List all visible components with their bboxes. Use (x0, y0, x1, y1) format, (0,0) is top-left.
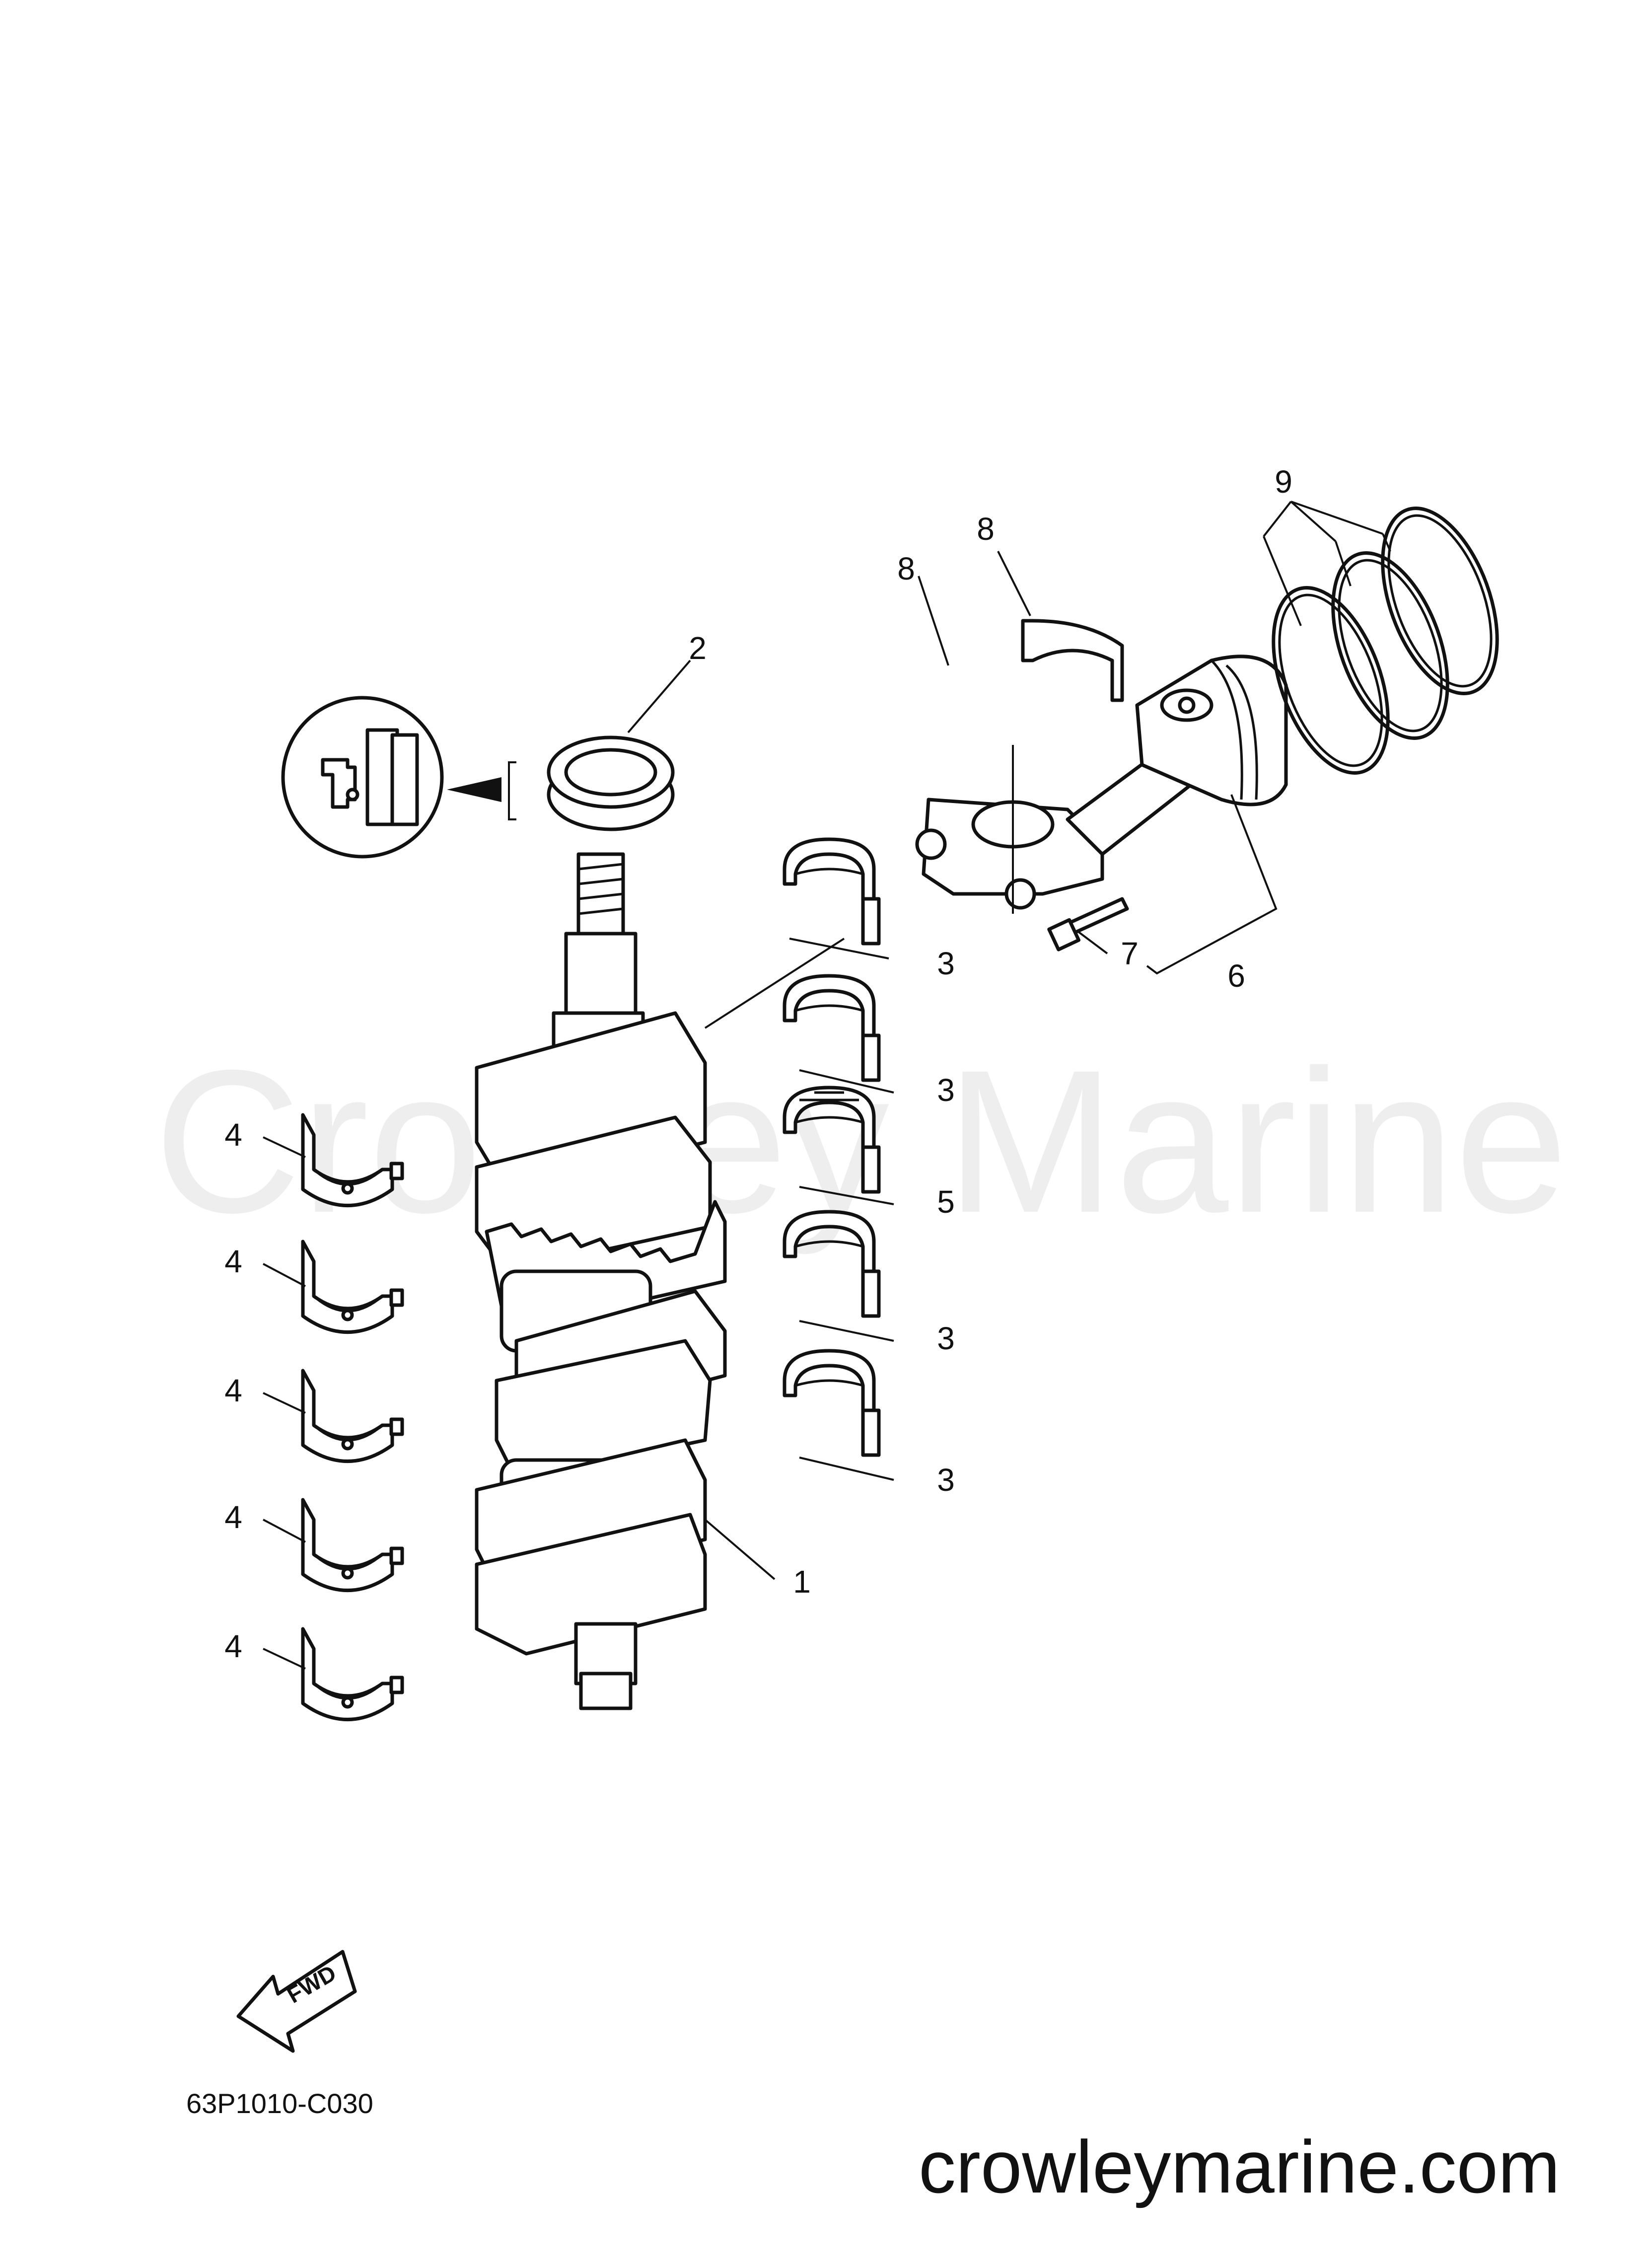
callout-3b: 3 (937, 1072, 955, 1108)
bearing-shell-3d (785, 1351, 879, 1455)
crankshaft (475, 852, 727, 1710)
callout-6: 6 (1227, 958, 1245, 994)
callout-4b: 4 (224, 1244, 242, 1279)
leader-lines (263, 501, 1391, 1670)
callout-1: 1 (793, 1564, 811, 1600)
main-bearing-4e (303, 1629, 402, 1720)
conrod-bearing-8b (1021, 619, 1124, 702)
forward-direction-arrow: FWD (236, 1950, 357, 2053)
diagram-code: 63P1010-C030 (186, 2088, 373, 2119)
callout-3d: 3 (937, 1462, 955, 1498)
thrust-bearing-5 (785, 1088, 879, 1192)
callout-8b: 8 (977, 511, 995, 547)
callout-9: 9 (1275, 464, 1292, 500)
connecting-rod-piston (915, 655, 1288, 910)
conrod-bolt (1047, 897, 1129, 951)
oil-seal-detail-circle (281, 696, 516, 859)
bearing-shell-3a (785, 839, 879, 944)
main-bearing-4d (303, 1500, 402, 1591)
callout-4e: 4 (224, 1628, 242, 1664)
callout-4a: 4 (224, 1117, 242, 1153)
main-bearing-4b (303, 1242, 402, 1332)
callout-4c: 4 (224, 1373, 242, 1408)
callout-3a: 3 (937, 946, 955, 981)
callout-4d: 4 (224, 1499, 242, 1535)
callout-2: 2 (689, 630, 707, 666)
callout-5: 5 (937, 1184, 955, 1220)
bearing-shell-3c (785, 1212, 879, 1316)
main-bearing-4c (303, 1371, 402, 1462)
oil-seal (547, 735, 675, 831)
callout-8a: 8 (897, 551, 915, 586)
callout-3c: 3 (937, 1320, 955, 1356)
footer-site-url: crowleymarine.com (919, 2125, 1560, 2208)
piston-rings (1272, 507, 1499, 775)
callout-7: 7 (1121, 936, 1139, 971)
